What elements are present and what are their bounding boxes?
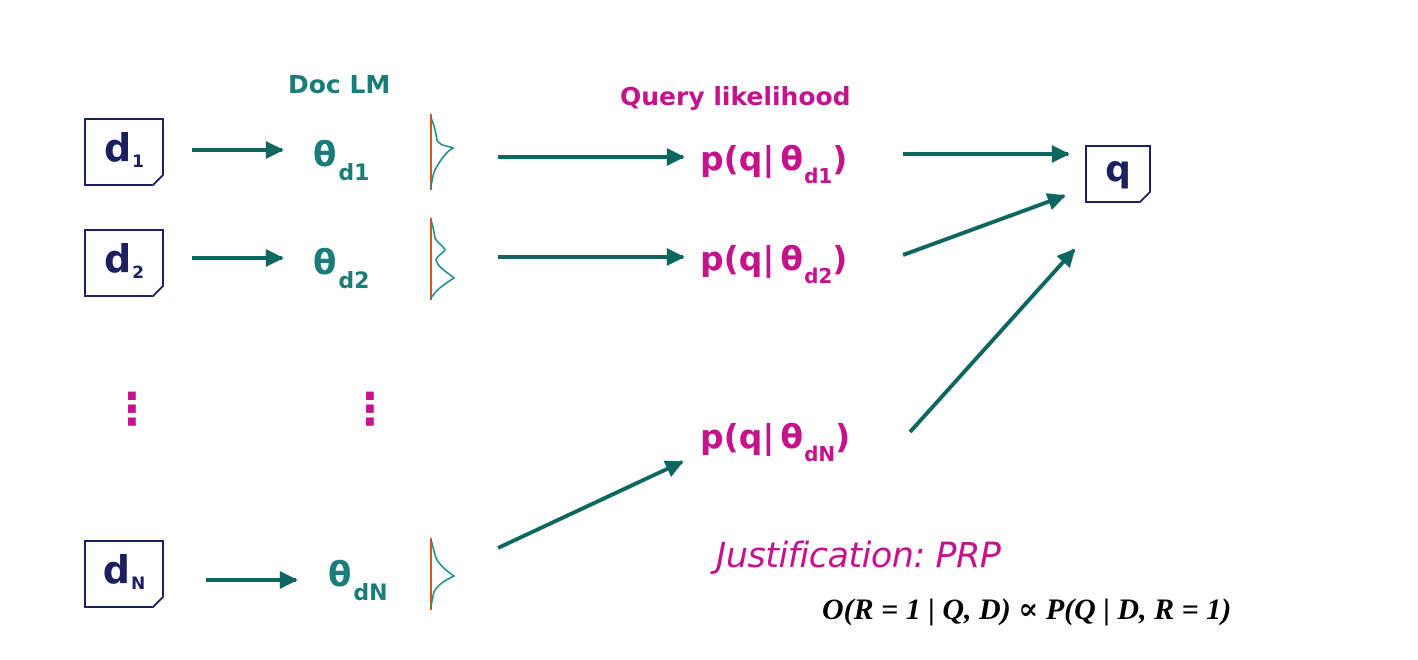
- doc-lm-header: Doc LM: [288, 70, 391, 99]
- likelihood-prefix: p(q|: [700, 417, 775, 456]
- arrow-pq2-to-q: [902, 193, 1066, 257]
- arrow-thetaN-to-pqN: [497, 460, 684, 550]
- page-fold-icon: [1139, 191, 1151, 203]
- doc-subscript: 1: [132, 151, 145, 172]
- query-box: q: [1085, 145, 1151, 203]
- likelihood-subscript: d2: [804, 264, 833, 288]
- likelihood-suffix: ): [832, 239, 848, 278]
- likelihood-prefix: p(q|: [700, 239, 775, 278]
- distribution-curve-icon: [430, 218, 456, 300]
- theta-subscript: dN: [353, 581, 388, 606]
- likelihood-theta: θ: [780, 139, 804, 178]
- likelihood-suffix: ): [832, 139, 848, 178]
- likelihood-theta: θ: [780, 239, 804, 278]
- theta-subscript: d1: [338, 161, 370, 186]
- theta-d1: θd1: [313, 135, 369, 185]
- likelihood-subscript: d1: [804, 164, 833, 188]
- models-ellipsis: ⋮: [348, 384, 392, 435]
- doc-letter: d: [102, 548, 130, 592]
- prp-formula: O(R = 1 | Q, D) ∝ P(Q | D, R = 1): [822, 593, 1232, 626]
- arrow-pqN-to-q: [908, 248, 1076, 434]
- theta-d2: θd2: [313, 243, 369, 293]
- page-fold-icon: [152, 285, 164, 297]
- query-label: q: [1105, 149, 1131, 190]
- theta-symbol: θ: [313, 135, 337, 175]
- theta-symbol: θ: [313, 243, 337, 283]
- likelihood-d2: p(q|θd2): [700, 239, 848, 286]
- distribution-curve-icon: [430, 114, 455, 190]
- page-fold-icon: [152, 596, 164, 608]
- doc-letter: d: [103, 237, 132, 281]
- documents-ellipsis: ⋮: [110, 384, 154, 435]
- likelihood-suffix: ): [835, 417, 851, 456]
- justification-text: Justification: PRP: [716, 536, 1001, 576]
- theta-dN: θdN: [328, 555, 388, 605]
- page-fold-icon: [152, 174, 164, 186]
- query-likelihood-header: Query likelihood: [620, 82, 851, 111]
- theta-subscript: d2: [338, 269, 370, 294]
- doc-letter: d: [103, 126, 132, 170]
- likelihood-subscript: dN: [804, 442, 836, 466]
- likelihood-d1: p(q|θd1): [700, 139, 848, 186]
- likelihood-dN: p(q|θdN): [700, 417, 851, 464]
- likelihood-theta: θ: [780, 417, 804, 456]
- doc-subscript: 2: [132, 262, 145, 283]
- theta-symbol: θ: [328, 555, 352, 595]
- likelihood-prefix: p(q|: [700, 139, 775, 178]
- doc-subscript: N: [130, 573, 146, 594]
- distribution-curve-icon: [430, 538, 456, 610]
